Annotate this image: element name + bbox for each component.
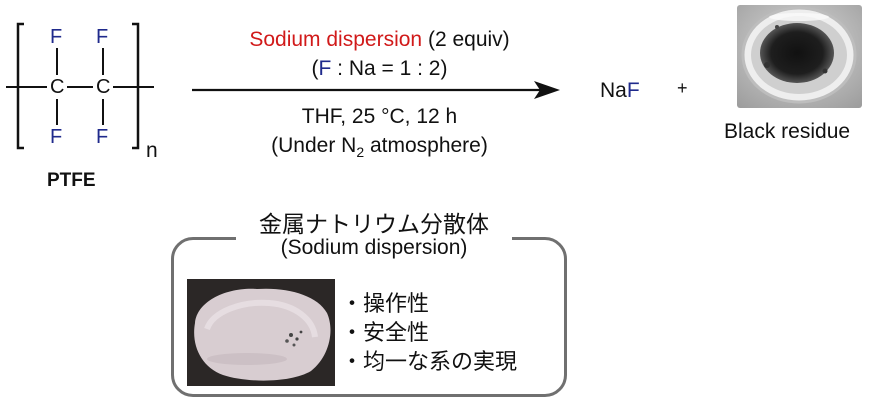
atmosphere-subscript: 2	[356, 144, 365, 161]
black-residue-photo	[737, 5, 862, 108]
feature-item: ・操作性	[341, 291, 430, 316]
fluorine-atom: F	[96, 126, 109, 148]
ptfe-bonds	[6, 22, 154, 150]
atmosphere-suffix: atmosphere)	[364, 134, 488, 157]
naf-product: NaF	[600, 79, 640, 103]
naf-sodium: Na	[600, 79, 627, 102]
sodium-dispersion-photo	[187, 279, 335, 386]
box-title-english: (Sodium dispersion)	[280, 236, 468, 259]
fluorine-atom: F	[50, 26, 63, 48]
reaction-arrow	[192, 81, 560, 99]
reagent-name: Sodium dispersion	[249, 28, 423, 51]
repeat-subscript: n	[146, 139, 158, 162]
ratio-open: (	[311, 57, 319, 80]
ratio-rest: : Na = 1 : 2)	[331, 57, 448, 80]
box-title-japanese: 金属ナトリウム分散体	[259, 211, 489, 237]
black-residue-label: Black residue	[724, 120, 851, 143]
feature-item: ・均一な系の実現	[341, 349, 518, 374]
carbon-atom: C	[50, 76, 65, 98]
ratio-fluorine: F	[318, 57, 332, 80]
conditions-line: THF, 25 °C, 12 h	[301, 105, 458, 128]
reagent-amount: (2 equiv)	[427, 28, 510, 51]
fluorine-atom: F	[50, 126, 63, 148]
ptfe-label: PTFE	[47, 170, 96, 191]
fluorine-atom: F	[96, 26, 109, 48]
carbon-atom: C	[96, 76, 111, 98]
atmosphere-line: (Under N2 atmosphere)	[192, 134, 567, 160]
ratio-line: (F : Na = 1 : 2)	[192, 57, 567, 81]
feature-item: ・安全性	[341, 320, 430, 345]
plus-sign: +	[677, 78, 688, 98]
naf-fluorine: F	[626, 79, 640, 102]
atmosphere-prefix: (Under N	[271, 134, 357, 157]
reagent-line: Sodium dispersion (2 equiv)	[192, 28, 567, 52]
box-title-background	[236, 200, 512, 270]
